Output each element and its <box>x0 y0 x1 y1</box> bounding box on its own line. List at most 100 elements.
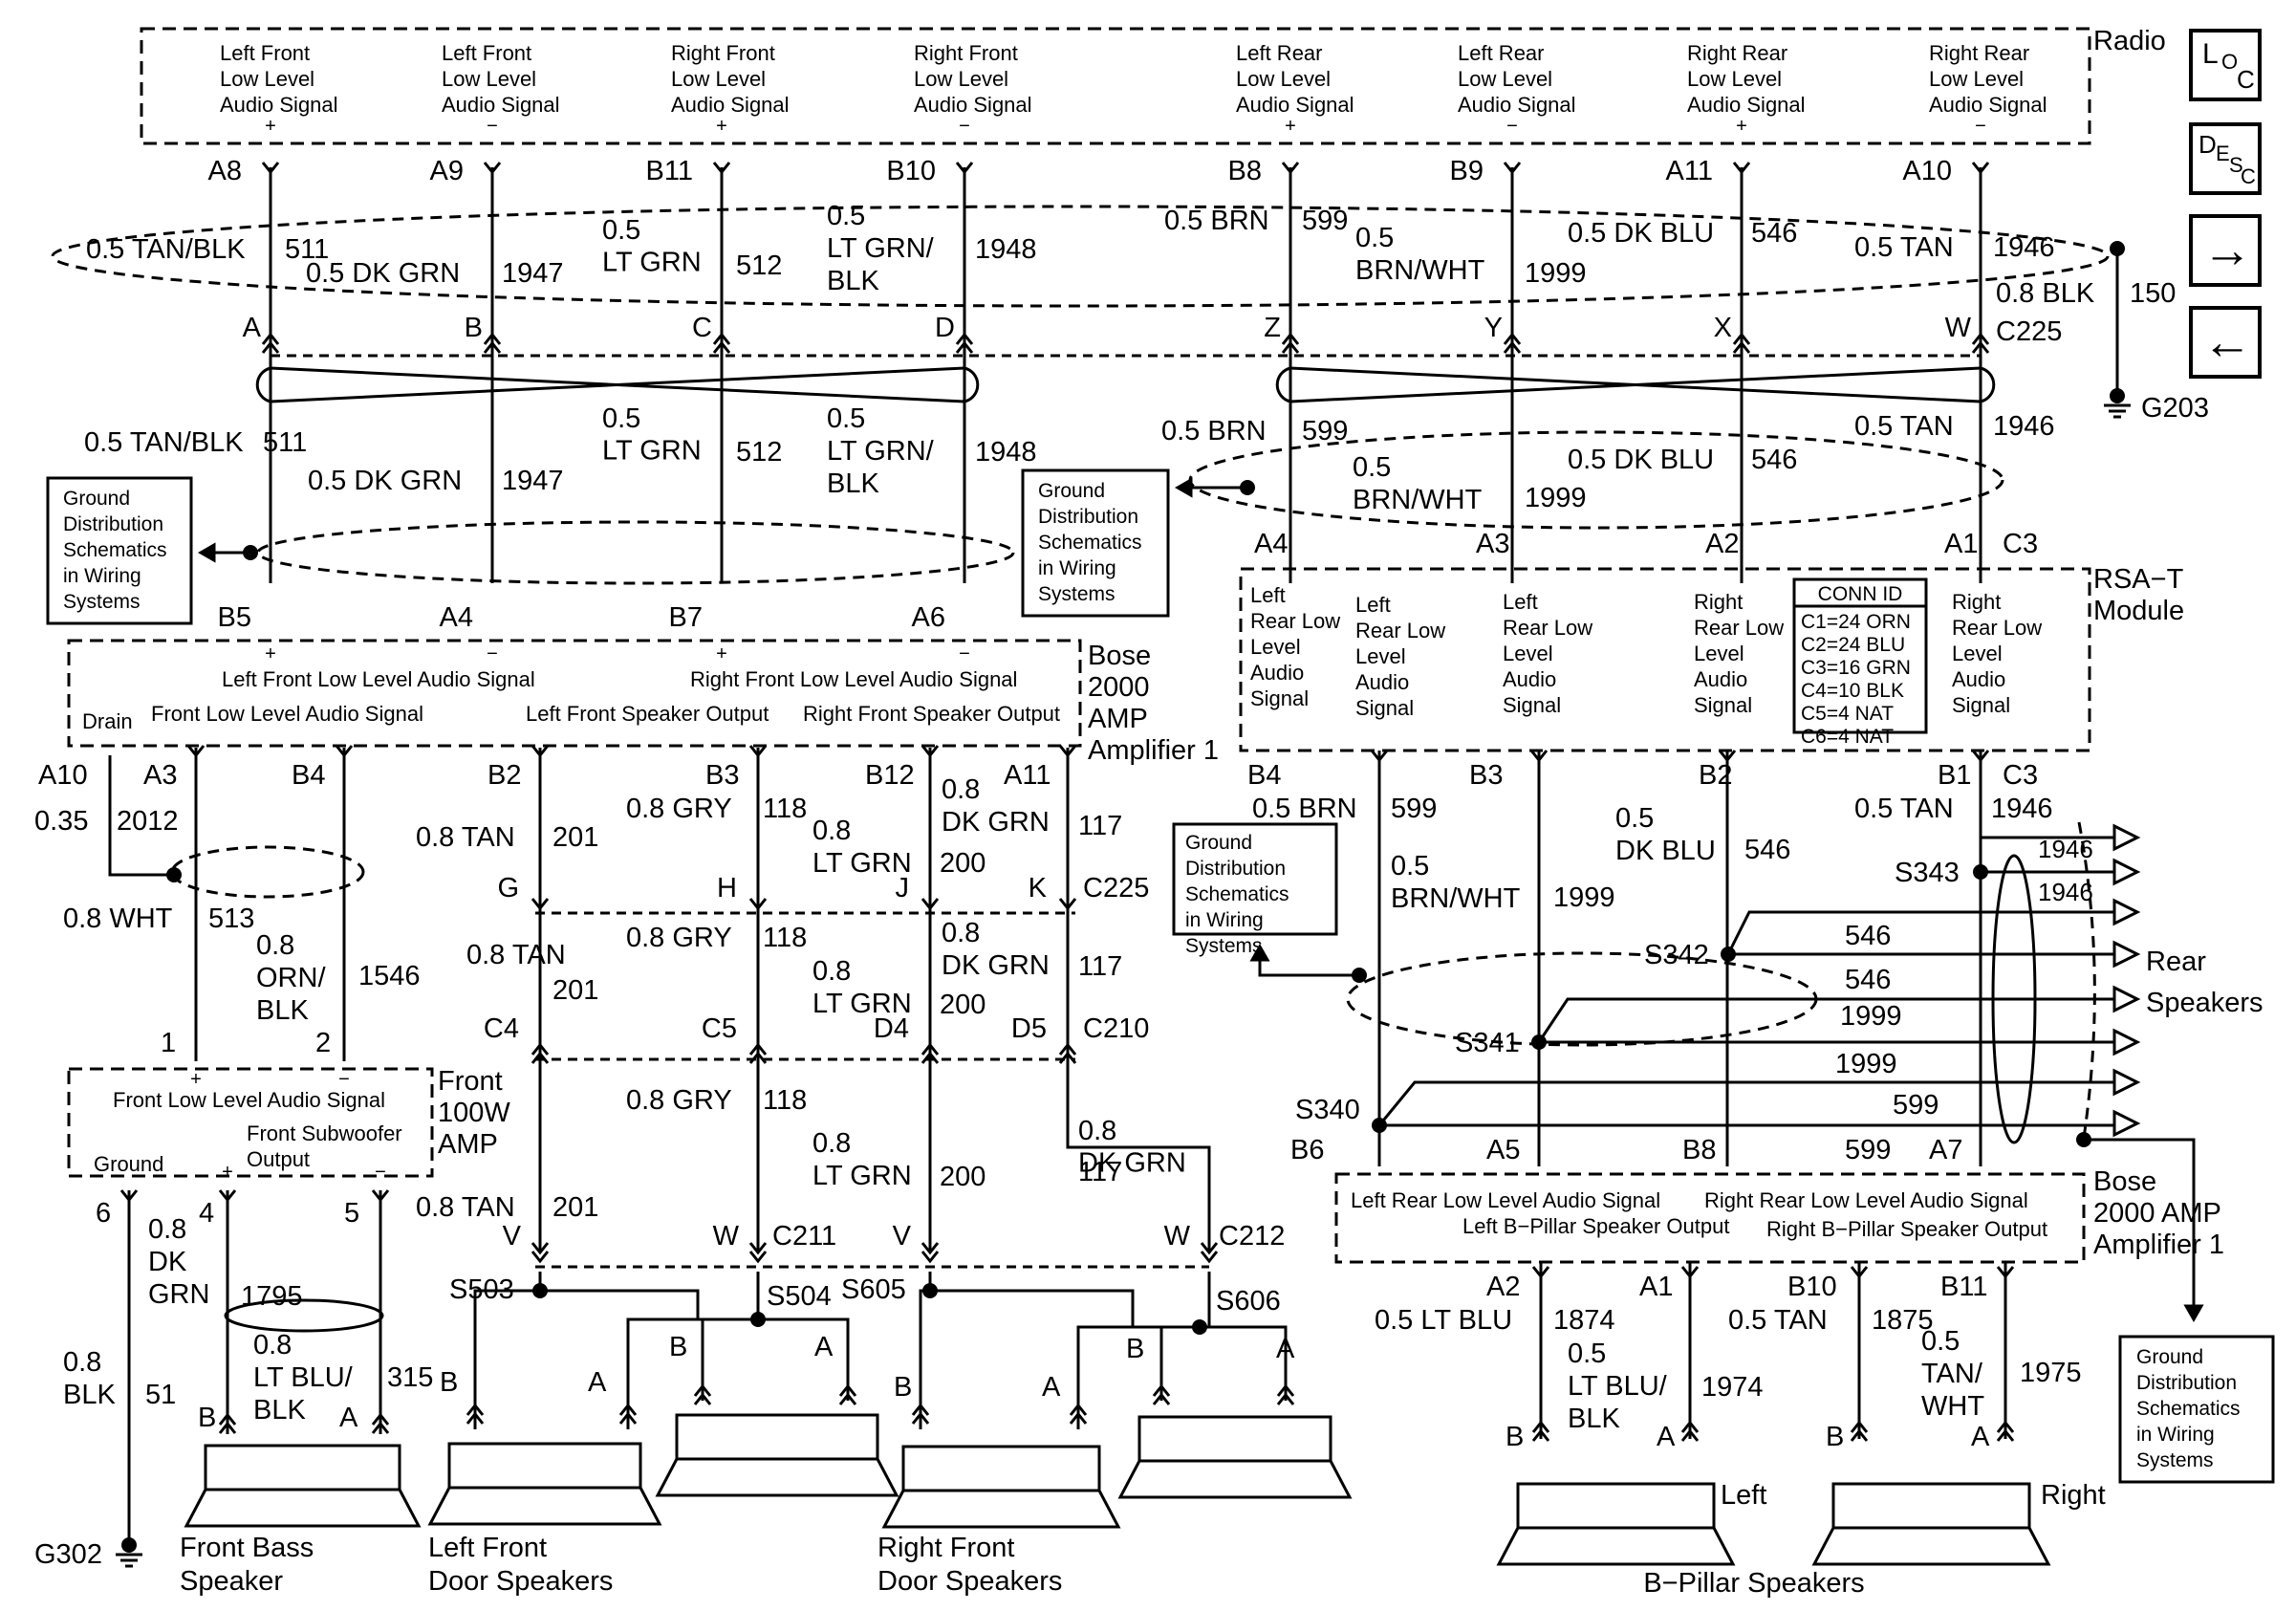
label: B <box>894 1372 912 1403</box>
label: B2 <box>487 760 521 791</box>
wire-path <box>838 1383 857 1397</box>
label: V <box>503 1221 522 1252</box>
label: A3 <box>1476 529 1509 559</box>
pin-sign: − <box>959 116 970 137</box>
ground-label-g203: G203 <box>2141 393 2209 424</box>
label: C5 <box>702 1013 737 1044</box>
label: 1946 <box>2038 835 2093 863</box>
label: Left Front Speaker Output <box>526 702 769 726</box>
terminal-arrow <box>2112 985 2141 1013</box>
label: A11 <box>1004 760 1051 791</box>
wire-path <box>335 745 354 758</box>
pin-sign: − <box>1506 116 1518 137</box>
terminal-arrow <box>2112 1109 2141 1138</box>
wire-path <box>483 332 502 345</box>
label: 118 <box>763 794 807 824</box>
label: C4 <box>484 1013 519 1044</box>
wire-path <box>1152 1383 1171 1397</box>
label: 315 <box>387 1362 433 1393</box>
label: − <box>375 1162 386 1183</box>
label: 512 <box>736 250 782 281</box>
label: 1875 <box>1872 1305 1934 1336</box>
label: A2 <box>1705 529 1739 559</box>
label: 1946 <box>1993 232 2055 263</box>
label: − <box>487 643 498 664</box>
label: 0.5 BRN <box>1252 794 1357 824</box>
label: A3 <box>143 760 177 791</box>
wire-path <box>1726 910 2114 955</box>
label: 117 <box>1078 1157 1122 1187</box>
label: Left <box>1721 1480 1766 1511</box>
speaker-magnet <box>675 1413 879 1461</box>
shield-ellipse-left <box>256 520 1015 585</box>
label: S503 <box>449 1274 514 1305</box>
subwoofer-twist <box>224 1298 384 1333</box>
description-button[interactable]: D E S C <box>2189 122 2262 195</box>
wire-path <box>1281 332 1300 345</box>
connector-pin: D <box>935 313 955 343</box>
label: G <box>497 873 519 903</box>
label: 0.8 GRY <box>626 923 732 953</box>
wire-path <box>921 745 940 758</box>
wire-path <box>921 1042 940 1056</box>
label: C1=24 ORN <box>1801 611 1911 633</box>
label: 599 <box>1302 206 1348 236</box>
label: 512 <box>736 437 782 468</box>
wire-path <box>921 1242 940 1255</box>
label: B4 <box>292 760 325 791</box>
wire-path <box>1276 1383 1295 1397</box>
label: C210 <box>1083 1013 1149 1044</box>
wire-path <box>1058 1051 1077 1064</box>
label: 0.5 TAN <box>1854 794 1954 824</box>
wire-path <box>1258 954 1359 977</box>
label: 201 <box>552 1192 598 1223</box>
wire-path <box>1058 898 1077 911</box>
label: D5 <box>1011 1013 1047 1044</box>
wire-path <box>2084 1138 2196 1305</box>
label: + <box>190 1069 202 1090</box>
label: 546 <box>1751 445 1797 475</box>
label: K <box>1029 873 1048 903</box>
label: C6=4 NAT <box>1801 726 1894 748</box>
label: Ground <box>94 1152 163 1176</box>
wire-path <box>693 1383 712 1397</box>
label: 2 <box>315 1028 331 1058</box>
next-page-button[interactable]: → <box>2189 214 2262 287</box>
label: W <box>1164 1221 1191 1252</box>
radio-box <box>140 27 2091 145</box>
speaker-magnet <box>901 1445 1101 1492</box>
location-button[interactable]: L O C <box>2189 29 2262 101</box>
previous-page-button[interactable]: ← <box>2189 306 2262 379</box>
label: A <box>1971 1422 1990 1452</box>
ground-g302 <box>121 1537 137 1553</box>
wire-path <box>371 1412 390 1426</box>
label: 0.8 BLK <box>1996 278 2095 309</box>
wire-path <box>466 1403 485 1416</box>
wire-path <box>1281 340 1300 354</box>
wire-path <box>1066 1061 1211 1252</box>
label: A1 <box>1639 1272 1673 1302</box>
wire-path <box>1971 332 1990 345</box>
label: 599 <box>1302 416 1348 446</box>
wire-path <box>921 898 940 911</box>
label: A <box>339 1403 358 1433</box>
label: C3=16 GRN <box>1801 657 1911 679</box>
wire-path <box>1732 162 1751 175</box>
shield-ellipse-top <box>51 205 2110 308</box>
wire-path <box>1680 1428 1700 1442</box>
label: 1946 <box>2038 878 2093 906</box>
wire-path <box>1996 1428 2015 1442</box>
label: A <box>814 1332 834 1362</box>
label: 599 <box>1391 794 1437 824</box>
terminal-arrow <box>2112 940 2141 969</box>
wire-path <box>1996 1420 2015 1433</box>
